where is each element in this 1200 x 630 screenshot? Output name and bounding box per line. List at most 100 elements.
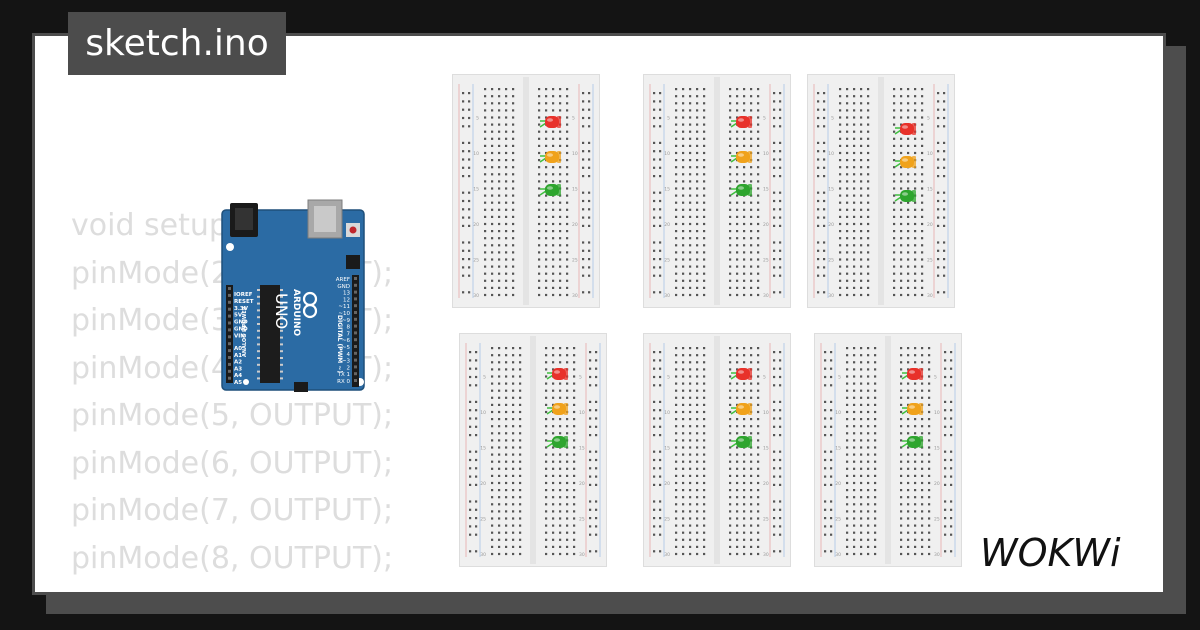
pin-label: RX 0 — [337, 379, 350, 385]
row-label: 5 — [476, 115, 479, 121]
led[interactable] — [894, 123, 916, 135]
logo-text: WOKWi — [980, 531, 1121, 575]
row-label: 20 — [572, 222, 578, 228]
row-label: 20 — [473, 222, 479, 228]
led[interactable] — [539, 184, 561, 196]
code-line: pinMode(9, OUTPUT); — [71, 582, 393, 592]
led[interactable] — [894, 190, 916, 202]
led[interactable] — [894, 156, 916, 168]
usb-port-inner — [314, 206, 336, 232]
row-label: 30 — [480, 552, 486, 558]
row-label: 30 — [927, 293, 933, 299]
row-label: 10 — [934, 410, 940, 416]
pin-label: 7 — [347, 331, 351, 337]
led[interactable] — [901, 436, 923, 448]
led[interactable] — [901, 368, 923, 380]
row-label: 25 — [664, 257, 670, 263]
breadboard-holes — [653, 347, 782, 556]
led[interactable] — [546, 436, 568, 448]
row-label: 5 — [831, 115, 834, 121]
chip-pins — [257, 289, 283, 380]
power-analog-header — [226, 285, 233, 383]
led[interactable] — [546, 368, 568, 380]
led[interactable] — [730, 184, 752, 196]
breadboard-holes — [469, 347, 598, 556]
led[interactable] — [539, 151, 561, 163]
logo-halo: WOKWi — [980, 531, 1121, 575]
code-line: pinMode(6, OUTPUT); — [71, 445, 394, 481]
led[interactable] — [730, 368, 752, 380]
row-label: 15 — [473, 186, 479, 192]
pin-label: A1 — [234, 353, 242, 359]
led[interactable] — [730, 151, 752, 163]
row-label: 10 — [763, 410, 769, 416]
led[interactable] — [546, 403, 568, 415]
project-title[interactable]: sketch.ino — [68, 12, 286, 75]
row-label: 5 — [838, 374, 841, 380]
digital-label: DIGITAL (PWM ~) — [336, 315, 343, 373]
row-label: 20 — [835, 481, 841, 487]
row-label: 30 — [763, 293, 769, 299]
row-label: 15 — [579, 445, 585, 451]
pin-label: ~11 — [338, 304, 350, 310]
row-label: 20 — [579, 481, 585, 487]
row-label: 20 — [763, 481, 769, 487]
row-label: 25 — [763, 257, 769, 263]
code-line: pinMode(5, OUTPUT); — [71, 398, 394, 433]
power-jack-inner — [235, 208, 253, 230]
row-label: 15 — [934, 445, 940, 451]
led[interactable] — [730, 436, 752, 448]
row-label: 5 — [927, 115, 930, 121]
pin-label: 8 — [347, 325, 351, 331]
led[interactable] — [730, 116, 752, 128]
row-label: 30 — [579, 552, 585, 558]
power-label: POWER — [242, 306, 248, 327]
pin-label: 2 — [347, 365, 351, 371]
row-label: 10 — [473, 151, 479, 157]
row-label: 5 — [667, 374, 670, 380]
row-label: 10 — [664, 151, 670, 157]
row-label: 25 — [579, 516, 585, 522]
row-label: 30 — [572, 293, 578, 299]
atmega-chip — [260, 285, 280, 383]
led[interactable] — [901, 403, 923, 415]
led[interactable] — [539, 116, 561, 128]
brand-label: ARDUINO — [291, 289, 301, 337]
mount-hole — [226, 243, 234, 251]
row-label: 25 — [664, 516, 670, 522]
row-label: 25 — [835, 516, 841, 522]
row-label: 5 — [934, 374, 937, 380]
analog-label: ANALOG IN — [242, 326, 248, 357]
row-label: 25 — [927, 257, 933, 263]
pin-label: ~6 — [342, 338, 351, 344]
row-label: 30 — [473, 293, 479, 299]
pin-label: A2 — [234, 360, 242, 366]
row-label: 30 — [934, 552, 940, 558]
row-label: 15 — [828, 186, 834, 192]
wokwi-logo[interactable]: WOKWi WOKWi — [978, 527, 1150, 576]
row-label: 5 — [667, 115, 670, 121]
row-label: 25 — [763, 516, 769, 522]
row-label: 20 — [934, 481, 940, 487]
pin-label: ~5 — [342, 345, 351, 351]
row-label: 5 — [572, 115, 575, 121]
row-label: 20 — [763, 222, 769, 228]
pin-label: 13 — [343, 291, 350, 297]
row-label: 25 — [572, 257, 578, 263]
pin-label: 12 — [343, 297, 350, 303]
row-label: 10 — [835, 410, 841, 416]
pin-label: A4 — [234, 373, 242, 379]
row-label: 15 — [480, 445, 486, 451]
led[interactable] — [730, 403, 752, 415]
row-label: 10 — [664, 410, 670, 416]
row-label: 10 — [763, 151, 769, 157]
